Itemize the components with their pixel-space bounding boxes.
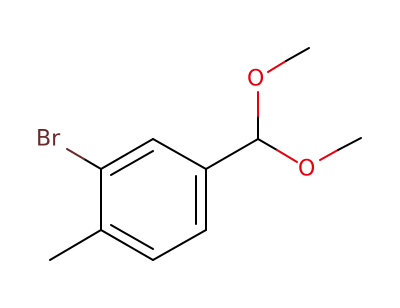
o2-methyl-bond-oxygen-part [319, 149, 339, 161]
oxygen-atom-label-upper: O [247, 67, 264, 92]
ring-to-acetal-carbon-bond [205, 138, 259, 170]
c-br-bond-bromine-part [66, 148, 85, 160]
o2-methyl-bond-carbon-part [337, 137, 362, 151]
ring-bond-c4-c5 [100, 229, 154, 261]
bromine-atom-label: Br [36, 127, 61, 152]
o1-methyl-bond-oxygen-part [267, 60, 287, 73]
o1-methyl-bond-carbon-part [285, 47, 310, 62]
ring-bond-c3-c4 [152, 229, 207, 261]
oxygen-atom-label-lower: O [298, 157, 315, 182]
ring-double-bond-inner-3 [110, 224, 154, 250]
benzene-ring [100, 138, 207, 261]
ring-bond-c6-c1 [100, 138, 154, 170]
acetal-c-o2-bond-carbon-part [257, 138, 278, 151]
methyl-bond [49, 229, 102, 261]
ring-bond-c1-c2 [152, 138, 207, 170]
acetal-c-o2-bond-oxygen-part [276, 149, 298, 163]
ring-double-bond-inner-1 [110, 150, 154, 176]
c-br-bond-carbon-part [83, 158, 102, 170]
